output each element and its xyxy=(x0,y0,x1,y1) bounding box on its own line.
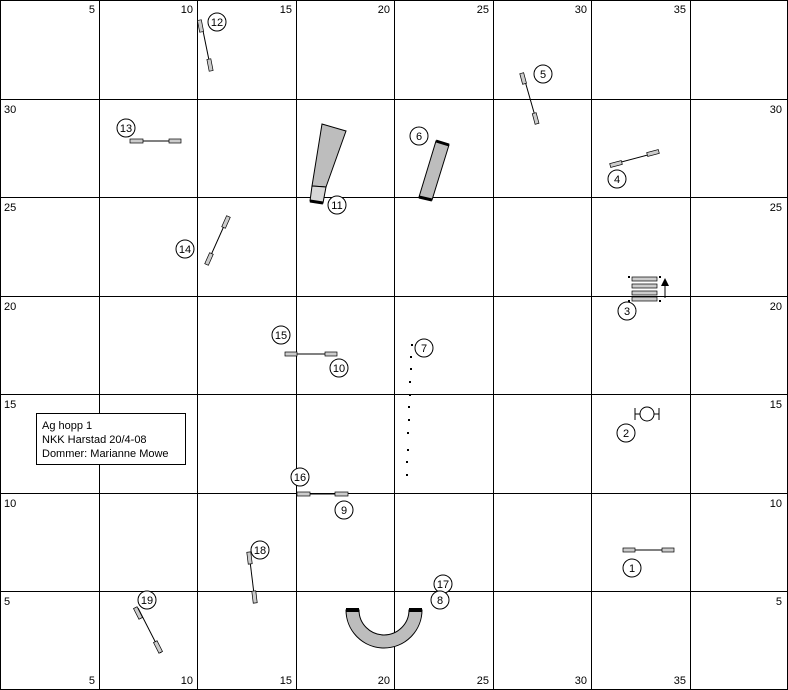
grid-label-right: 10 xyxy=(770,498,782,510)
svg-text:3: 3 xyxy=(624,306,630,318)
grid-label-top: 5 xyxy=(89,4,95,16)
grid-label-right: 5 xyxy=(776,596,782,608)
obstacle-3-long-jump xyxy=(628,276,669,302)
number-18: 18 xyxy=(250,540,270,560)
grid-label-right: 15 xyxy=(770,399,782,411)
obstacle-15-jump xyxy=(284,351,338,357)
svg-text:15: 15 xyxy=(275,330,287,342)
svg-text:2: 2 xyxy=(623,428,629,440)
svg-text:16: 16 xyxy=(294,472,306,484)
grid-label-top: 15 xyxy=(280,4,292,16)
svg-text:11: 11 xyxy=(331,200,342,212)
grid-label-bottom: 10 xyxy=(181,675,193,687)
number-1: 1 xyxy=(622,558,642,578)
grid-label-bottom: 15 xyxy=(280,675,292,687)
grid-label-left: 25 xyxy=(4,202,16,214)
grid-label-left: 10 xyxy=(4,498,16,510)
obstacle-13-jump xyxy=(129,138,182,144)
svg-text:12: 12 xyxy=(211,17,223,29)
grid-label-top: 10 xyxy=(181,4,193,16)
grid-label-right: 25 xyxy=(770,202,782,214)
grid-label-top: 25 xyxy=(477,4,489,16)
number-11: 11 xyxy=(327,195,347,215)
number-15: 15 xyxy=(271,325,291,345)
grid-label-bottom: 30 xyxy=(575,675,587,687)
number-3: 3 xyxy=(617,301,637,321)
number-12: 12 xyxy=(207,12,227,32)
grid-label-left: 20 xyxy=(4,301,16,313)
obstacle-6-tunnel xyxy=(418,139,450,202)
svg-text:19: 19 xyxy=(141,595,153,607)
grid-label-top: 20 xyxy=(378,4,390,16)
grid-label-top: 35 xyxy=(674,4,686,16)
svg-text:4: 4 xyxy=(614,174,620,186)
number-19: 19 xyxy=(137,590,157,610)
number-14: 14 xyxy=(175,239,195,259)
course-judge: Dommer: Marianne Mowe xyxy=(42,448,169,460)
number-4: 4 xyxy=(607,169,627,189)
svg-text:9: 9 xyxy=(341,505,347,517)
number-8: 8 xyxy=(430,590,450,610)
course-title: Ag hopp 1 xyxy=(42,420,93,432)
number-13: 13 xyxy=(116,118,136,138)
obstacle-11-chute xyxy=(309,123,347,205)
grid-label-bottom: 20 xyxy=(378,675,390,687)
obstacle-2-tire xyxy=(634,406,660,422)
svg-text:13: 13 xyxy=(120,123,132,135)
course-event: NKK Harstad 20/4-08 xyxy=(42,434,147,446)
obstacle-18-jump xyxy=(246,551,258,604)
svg-text:5: 5 xyxy=(540,69,546,81)
grid-label-top: 30 xyxy=(575,4,587,16)
course-info-box: Ag hopp 1 NKK Harstad 20/4-08 Dommer: Ma… xyxy=(36,413,186,465)
grid-label-right: 20 xyxy=(770,301,782,313)
obstacle-1-jump xyxy=(622,547,675,553)
grid-label-right: 30 xyxy=(770,104,782,116)
number-2: 2 xyxy=(616,423,636,443)
svg-text:6: 6 xyxy=(416,131,422,143)
svg-text:10: 10 xyxy=(333,363,345,375)
obstacle-7-weave-poles xyxy=(406,344,413,476)
obstacle-19-jump xyxy=(133,606,163,654)
svg-text:14: 14 xyxy=(179,244,191,256)
svg-text:7: 7 xyxy=(421,343,427,355)
number-5: 5 xyxy=(533,64,553,84)
obstacle-4-jump xyxy=(609,149,660,168)
obstacle-14-jump xyxy=(204,215,231,266)
obstacle-8-curved-tunnel xyxy=(345,608,423,649)
obstacle-12-jump xyxy=(196,19,214,72)
svg-text:8: 8 xyxy=(437,595,443,607)
grid-label-bottom: 5 xyxy=(89,675,95,687)
number-7: 7 xyxy=(414,338,434,358)
number-6: 6 xyxy=(409,126,429,146)
grid-label-bottom: 25 xyxy=(477,675,489,687)
grid-label-left: 5 xyxy=(4,596,10,608)
grid-label-left: 30 xyxy=(4,104,16,116)
number-17: 17 xyxy=(433,574,453,594)
obstacle-9-jump xyxy=(296,491,349,497)
obstacle-5-jump xyxy=(519,72,540,125)
svg-text:1: 1 xyxy=(629,563,635,575)
svg-text:18: 18 xyxy=(254,545,266,557)
number-9: 9 xyxy=(334,500,354,520)
number-16: 16 xyxy=(290,467,310,487)
svg-text:17: 17 xyxy=(437,579,449,591)
grid-label-left: 15 xyxy=(4,399,16,411)
grid-label-bottom: 35 xyxy=(674,675,686,687)
number-10: 10 xyxy=(329,358,349,378)
